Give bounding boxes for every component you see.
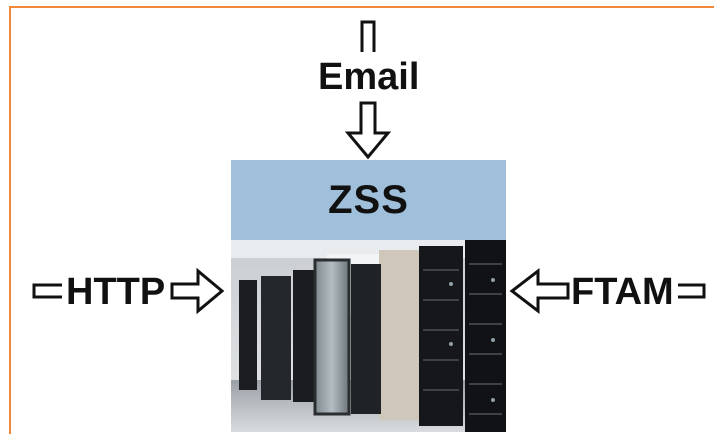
left-arrow-outline-icon	[509, 267, 570, 315]
down-arrow-outline-icon	[344, 101, 392, 160]
right-arrow-outline-icon	[170, 267, 225, 315]
rack-right-1	[419, 246, 463, 426]
http-tail-icon	[32, 283, 62, 299]
ftam-tail-icon	[678, 283, 706, 299]
ftam-label: FTAM	[571, 271, 674, 313]
rack-left-1	[239, 280, 257, 390]
rack-left-2	[261, 276, 291, 400]
email-label: Email	[318, 56, 420, 98]
zss-box: ZSS	[231, 160, 506, 240]
rack-leds	[449, 278, 495, 402]
rack-dark-center	[351, 264, 381, 414]
rack-right-2	[465, 240, 506, 432]
rack-details	[423, 263, 502, 415]
diagram-frame	[9, 6, 714, 434]
rack-glass	[313, 258, 351, 416]
server-rack-photo	[231, 240, 506, 432]
back-cabinet	[379, 250, 423, 420]
zss-label: ZSS	[328, 177, 409, 222]
rack-left-3	[293, 270, 317, 402]
email-tail-icon	[360, 20, 376, 52]
http-label: HTTP	[66, 271, 166, 313]
